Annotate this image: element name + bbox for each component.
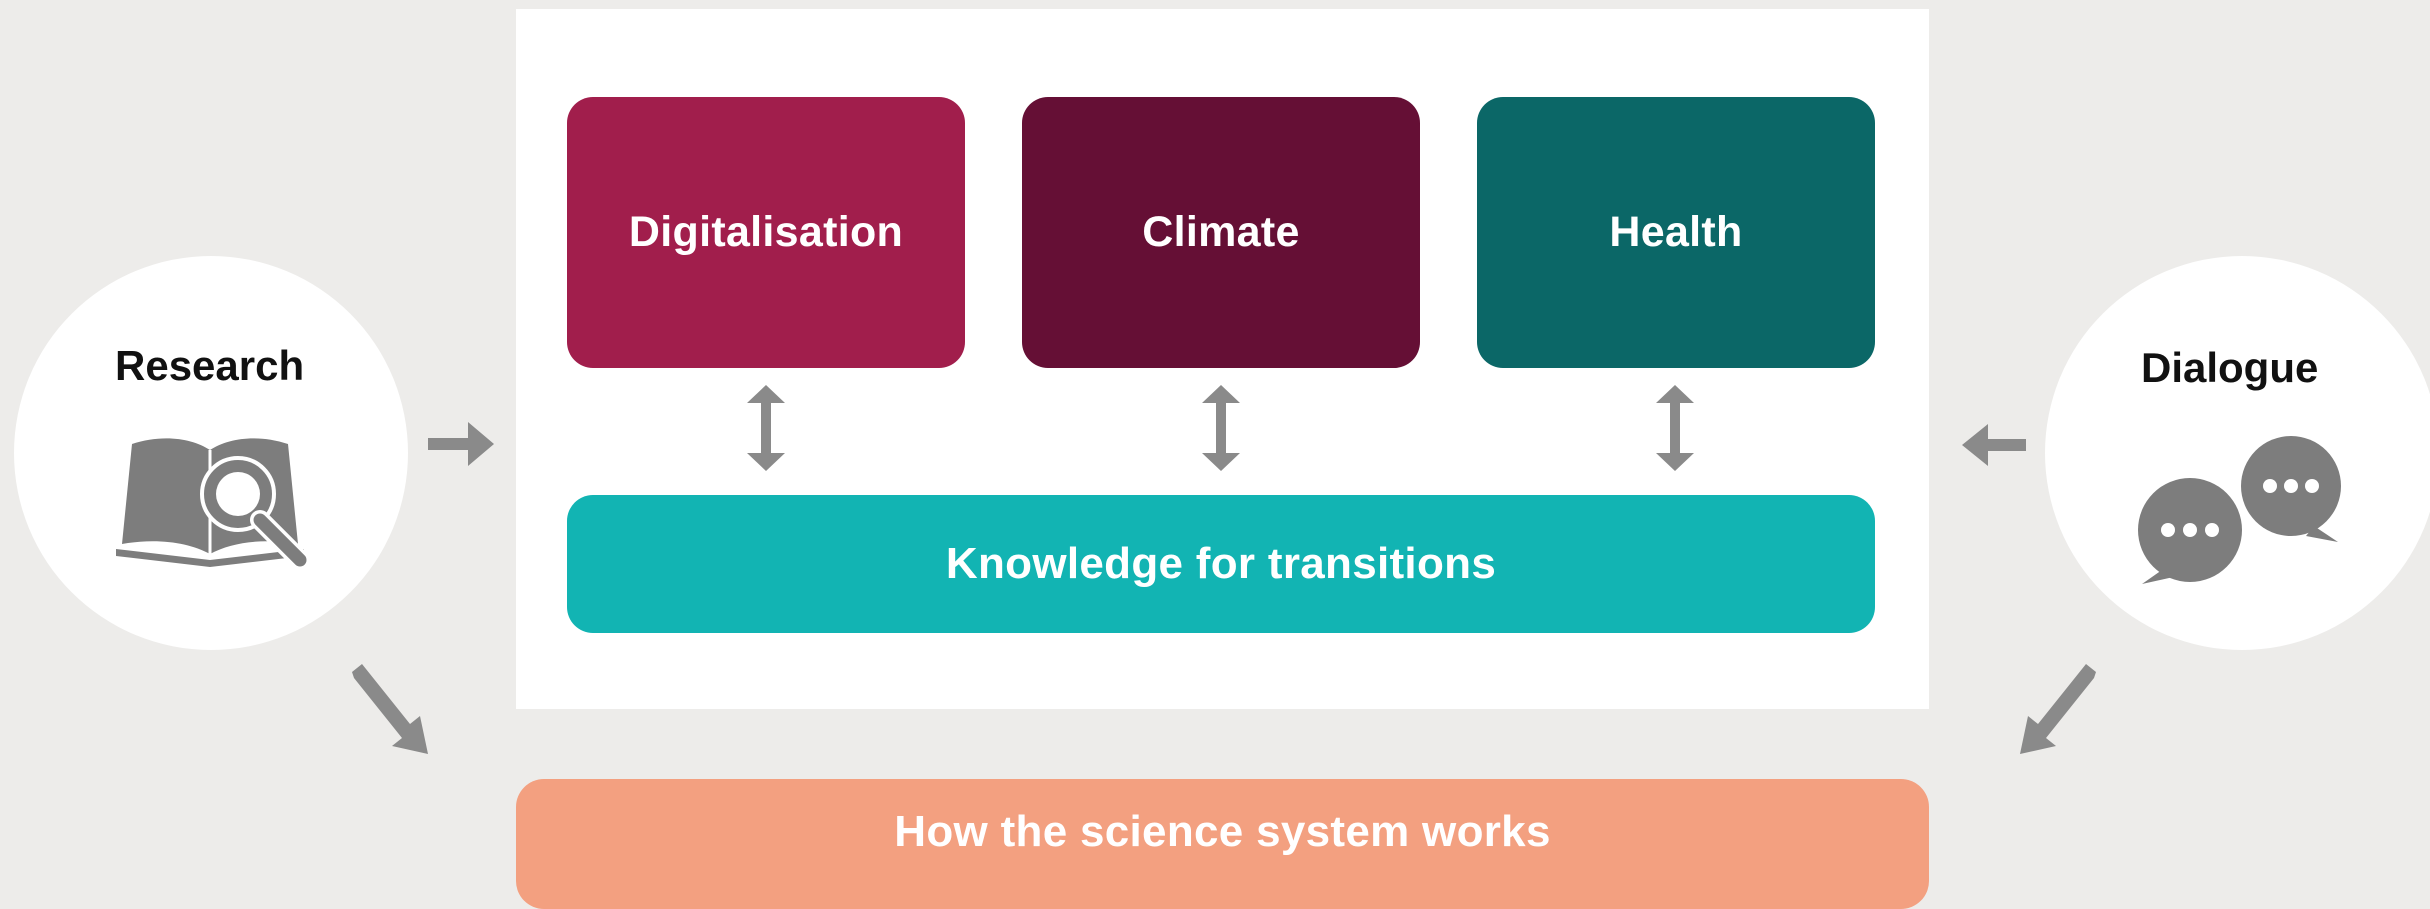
health-knowledge-double-arrow: [1656, 385, 1694, 471]
knowledge-box: Knowledge for transitions: [567, 495, 1875, 633]
science-system-label: How the science system works: [894, 807, 1551, 856]
research-title: Research: [115, 342, 305, 389]
dialogue-circle: [2045, 256, 2430, 650]
research-to-panel-arrow: [428, 422, 494, 466]
science-system-box: How the science system works: [516, 779, 1929, 909]
dialogue-title: Dialogue: [2141, 344, 2319, 391]
book-magnifier-icon: [112, 438, 310, 570]
digitalisation-box: Digitalisation: [567, 97, 965, 368]
digitalisation-label: Digitalisation: [628, 208, 904, 256]
climate-box: Climate: [1022, 97, 1420, 368]
speech-bubbles-icon: [2138, 436, 2341, 584]
health-label: Health: [1609, 208, 1743, 256]
health-box: Health: [1477, 97, 1875, 368]
climate-knowledge-double-arrow: [1202, 385, 1240, 471]
knowledge-label: Knowledge for transitions: [945, 539, 1497, 588]
digitalisation-knowledge-double-arrow: [747, 385, 785, 471]
climate-label: Climate: [1142, 208, 1300, 256]
dialogue-to-panel-arrow: [1962, 424, 2026, 466]
research-to-science-arrow: [352, 664, 428, 754]
dialogue-to-science-arrow: [2020, 664, 2096, 754]
